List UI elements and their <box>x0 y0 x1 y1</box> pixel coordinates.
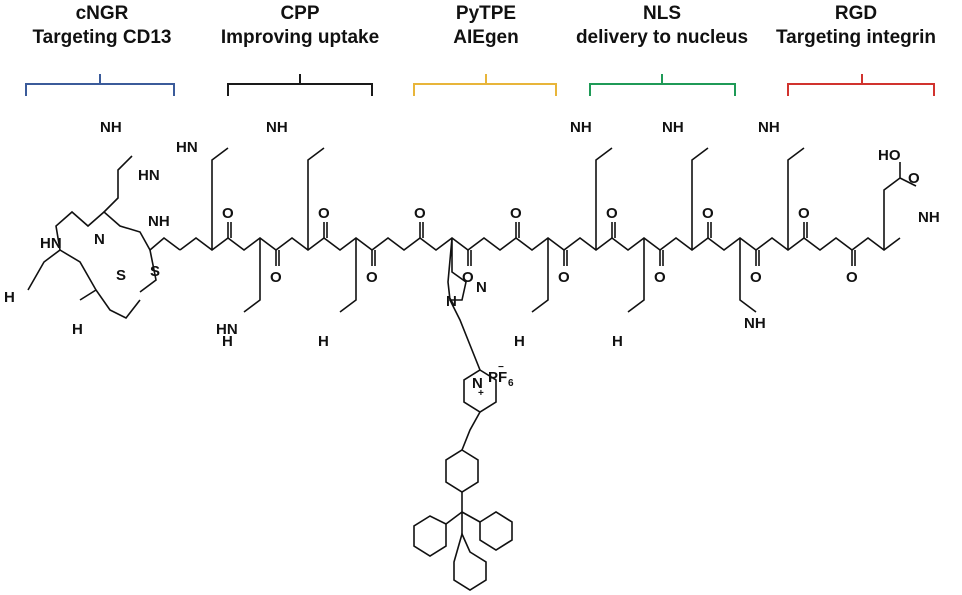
segment-role: Targeting integrin <box>775 27 937 48</box>
atom-label: O <box>702 205 714 222</box>
atom-label: 6 <box>508 378 514 389</box>
atom-label: − <box>498 362 504 373</box>
atom-label: NH <box>570 119 592 136</box>
atom-label: NH <box>918 209 940 226</box>
atom-label: O <box>222 205 234 222</box>
segment-role: Improving uptake <box>220 27 380 48</box>
atom-label: O <box>462 269 474 286</box>
bracket-pytpe <box>413 74 557 96</box>
segment-title-nls: NLS delivery to nucleus <box>552 2 772 50</box>
segment-title-cpp: CPP Improving uptake <box>190 2 410 50</box>
atom-label: O <box>606 205 618 222</box>
atom-label: O <box>510 205 522 222</box>
atom-label: HO <box>878 147 901 164</box>
atom-label: H <box>72 321 83 338</box>
backbone <box>27 147 917 591</box>
atom-label: S <box>150 263 160 280</box>
atom-label: H <box>612 333 623 350</box>
atom-label: NH <box>758 119 780 136</box>
segment-name: NLS <box>643 3 681 24</box>
atom-label: H <box>4 289 15 306</box>
atom-label: N <box>94 231 105 248</box>
atom-label: HN <box>216 321 238 338</box>
segment-role: delivery to nucleus <box>575 27 749 48</box>
atom-label: HN <box>176 139 198 156</box>
atom-label: O <box>908 170 920 187</box>
atom-label: + <box>478 388 484 399</box>
atom-label: NH <box>744 315 766 332</box>
segment-title-pytpe: PyTPE AIEgen <box>376 2 596 50</box>
atom-label: PF <box>488 369 507 386</box>
atom-label: O <box>846 269 858 286</box>
segment-name: PyTPE <box>455 3 517 24</box>
atom-label: O <box>750 269 762 286</box>
atom-label: N <box>472 375 483 392</box>
segment-role: AIEgen <box>453 27 519 48</box>
atom-label: H <box>222 333 233 350</box>
atom-label: NH <box>148 213 170 230</box>
atom-label: O <box>654 269 666 286</box>
segment-role: Targeting CD13 <box>32 27 172 48</box>
atom-label: O <box>558 269 570 286</box>
bracket-cpp <box>227 74 373 96</box>
atom-label: H <box>514 333 525 350</box>
segment-name: cNGR <box>75 3 129 24</box>
segment-name: RGD <box>834 3 878 24</box>
atom-label: HN <box>40 235 62 252</box>
bracket-rgd <box>787 74 935 96</box>
segment-title-rgd: RGD Targeting integrin <box>746 2 962 50</box>
segment-name: CPP <box>280 3 320 24</box>
atom-label: O <box>318 205 330 222</box>
segment-title-cngr: cNGR Targeting CD13 <box>0 2 212 50</box>
bracket-nls <box>589 74 736 96</box>
atom-label: NH <box>266 119 288 136</box>
atom-label: O <box>798 205 810 222</box>
atom-label: NH <box>100 119 122 136</box>
atom-label: H <box>318 333 329 350</box>
atom-label: N <box>476 279 487 296</box>
atom-label: N <box>446 293 457 310</box>
atom-label: S <box>116 267 126 284</box>
atom-label: O <box>366 269 378 286</box>
atom-label: HN <box>138 167 160 184</box>
atom-label: NH <box>662 119 684 136</box>
atom-label: O <box>270 269 282 286</box>
bracket-cngr <box>25 74 175 96</box>
atom-label: O <box>414 205 426 222</box>
